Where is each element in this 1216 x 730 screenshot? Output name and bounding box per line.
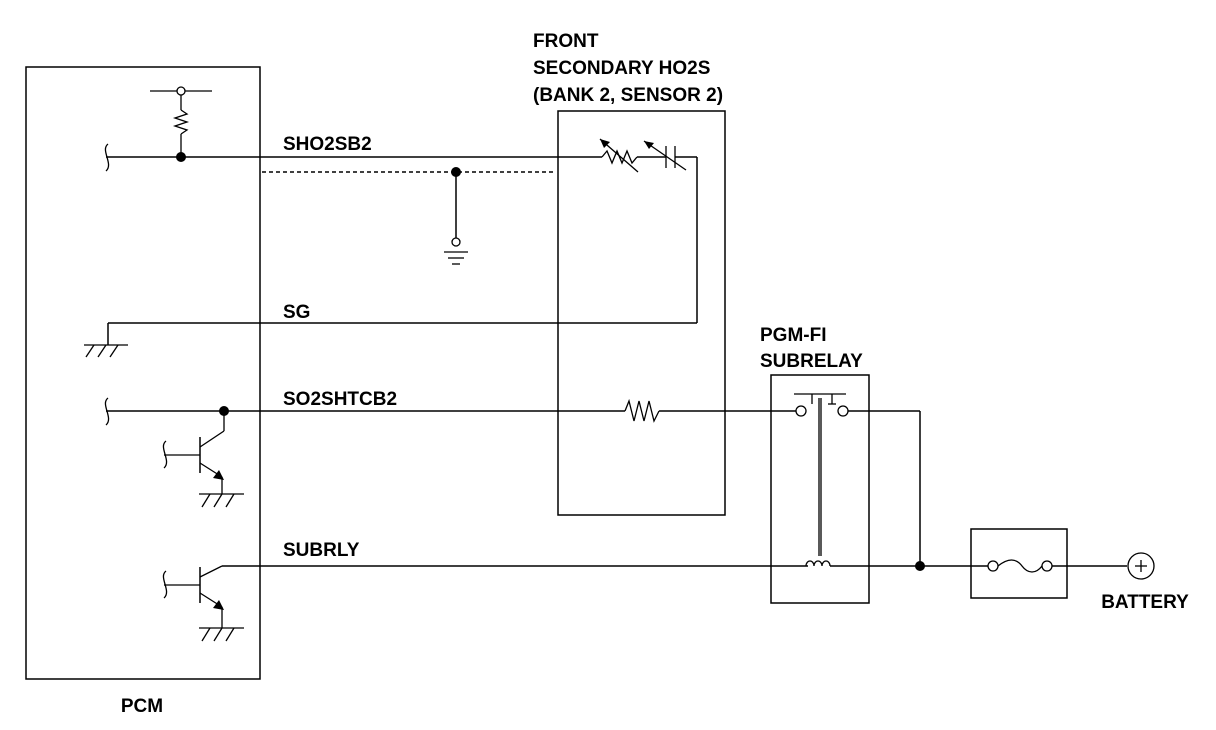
- ground-symbol: [84, 344, 128, 358]
- wire-label-so2shtcb2: SO2SHTCB2: [283, 389, 397, 410]
- wire-label-subrly: SUBRLY: [283, 540, 360, 561]
- heater-driver-transistor: [162, 411, 244, 508]
- relay-coil-icon: [805, 560, 831, 567]
- subrelay-label-subrelay: SUBRELAY: [760, 351, 863, 372]
- wire-label-sho2sb2: SHO2SB2: [283, 134, 372, 155]
- subrelay-box: [770, 374, 870, 604]
- relay-contact: [794, 393, 849, 417]
- battery-plus-icon: [1127, 552, 1155, 580]
- pcm-pullup-resistor: [150, 86, 212, 157]
- pcm-label: PCM: [121, 696, 163, 717]
- subrelay-driver-transistor: [162, 565, 244, 642]
- ho2s-label-secondary: SECONDARY HO2S: [533, 58, 710, 79]
- pcm-box: [25, 66, 261, 680]
- junction-dot: [915, 561, 925, 571]
- shield-wire: [262, 167, 555, 265]
- ho2s-label-bank: (BANK 2, SENSOR 2): [533, 85, 723, 106]
- ho2s-box: [557, 110, 726, 516]
- junction-dot: [176, 152, 186, 162]
- fuse-box: [970, 528, 1068, 599]
- fuse-icon: [987, 559, 1053, 573]
- variable-resistor-icon: [599, 138, 639, 173]
- subrelay-label-pgmfi: PGM-FI: [760, 325, 827, 346]
- ho2s-label-front: FRONT: [533, 31, 599, 52]
- battery-label: BATTERY: [1101, 592, 1189, 613]
- heater-resistor-icon: [624, 398, 660, 423]
- wire-label-sg: SG: [283, 302, 310, 323]
- variable-capacitor-icon: [643, 140, 687, 171]
